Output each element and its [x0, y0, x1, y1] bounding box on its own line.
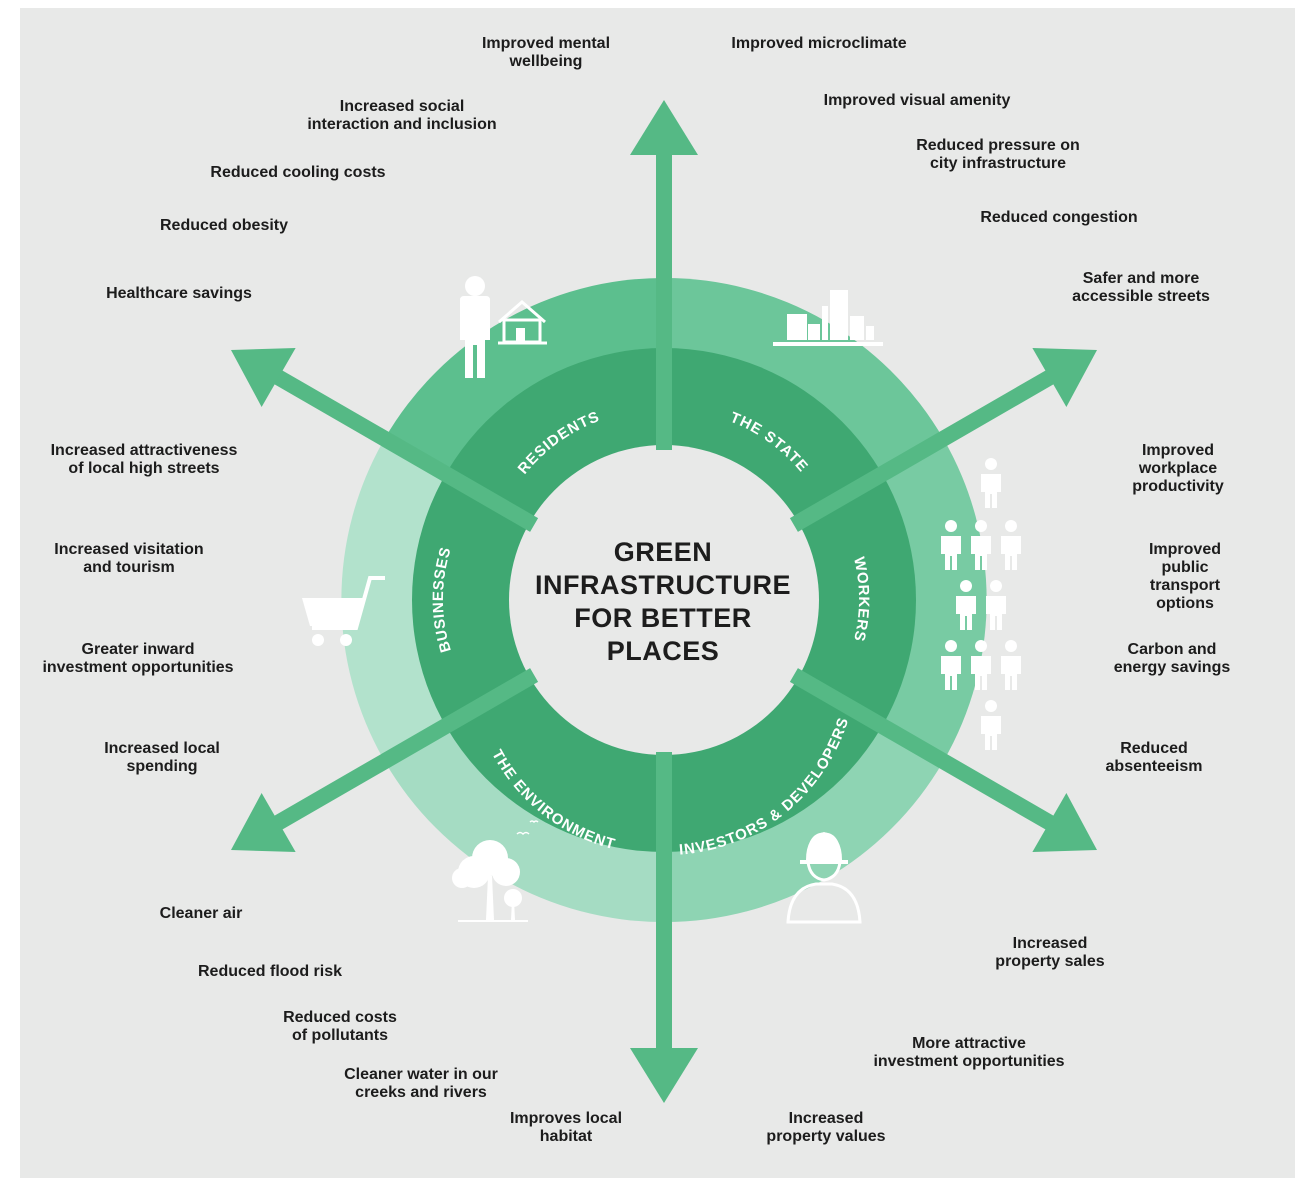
worker-figure-body	[981, 716, 1001, 750]
worker-figure-head	[975, 520, 987, 532]
benefit-label: Improved public transport options	[1148, 541, 1221, 612]
worker-figure-body	[986, 596, 1006, 630]
worker-figure-head	[985, 700, 997, 712]
worker-figure-body	[941, 656, 961, 690]
benefit-label: Reduced congestion	[980, 209, 1138, 226]
benefit-label: Increased local spending	[104, 740, 220, 775]
worker-figure-body	[971, 656, 991, 690]
worker-figure-head	[960, 580, 972, 592]
benefit-label: Reduced absenteeism	[1105, 740, 1203, 775]
benefit-label: Increased property sales	[995, 935, 1105, 970]
worker-figure-head	[990, 580, 1002, 592]
worker-figure-body	[941, 536, 961, 570]
svg-text:WORKERS: WORKERS	[850, 556, 872, 644]
benefit-label: Increased property values	[766, 1110, 886, 1145]
svg-text:BUSINESSES: BUSINESSES	[430, 545, 455, 655]
group-of-workers-icon	[941, 458, 1021, 750]
center-disc	[509, 445, 819, 755]
benefit-label: Carbon and energy savings	[1113, 641, 1231, 676]
benefit-label: Greater inward investment opportunities	[42, 641, 234, 676]
worker-figure-head	[945, 520, 957, 532]
arrow-upper-right	[789, 348, 1098, 532]
benefit-label: More attractive investment opportunities	[873, 1035, 1065, 1070]
hard-hat-worker-icon	[786, 832, 862, 924]
trees-icon	[452, 820, 539, 922]
arrow-down	[630, 752, 698, 1103]
benefit-label: Healthcare savings	[106, 285, 252, 302]
worker-figure-head	[945, 640, 957, 652]
benefit-label: Cleaner water in our creeks and rivers	[344, 1066, 498, 1101]
arrow-lower-left	[230, 668, 539, 852]
benefit-label: Improved mental wellbeing	[481, 35, 611, 70]
benefit-label: Reduced pressure on city infrastructure	[916, 137, 1080, 172]
worker-figure-body	[956, 596, 976, 630]
segment-label-businesses: BUSINESSES	[430, 545, 454, 655]
shopping-cart-icon	[302, 576, 385, 646]
benefit-label: Increased visitation and tourism	[54, 541, 204, 576]
benefit-label: Reduced obesity	[159, 217, 289, 234]
worker-figure-head	[975, 640, 987, 652]
arrow-up	[630, 100, 698, 450]
benefit-label: Improves local habitat	[509, 1110, 623, 1145]
worker-figure-head	[1005, 520, 1017, 532]
worker-figure-body	[971, 536, 991, 570]
benefit-label: Increased social interaction and inclusi…	[307, 98, 497, 133]
benefit-label: Improved visual amenity	[823, 92, 1011, 109]
benefit-label: Reduced flood risk	[197, 963, 343, 980]
segment-label-workers: WORKERS	[850, 556, 871, 644]
worker-figure-body	[1001, 536, 1021, 570]
worker-figure-body	[981, 474, 1001, 508]
benefit-label: Reduced costs of pollutants	[283, 1009, 397, 1044]
benefit-label: Improved microclimate	[731, 35, 907, 52]
worker-figure-body	[1001, 656, 1021, 690]
person-with-house-icon	[460, 276, 547, 378]
city-skyline-icon	[773, 290, 883, 346]
worker-figure-head	[1005, 640, 1017, 652]
benefit-label: Reduced cooling costs	[210, 164, 386, 181]
benefit-label: Increased attractiveness of local high s…	[50, 442, 238, 477]
center-title: GREEN INFRASTRUCTURE FOR BETTER PLACES	[535, 537, 791, 666]
arrow-lower-right	[789, 668, 1098, 852]
benefit-label: Improved workplace productivity	[1132, 442, 1224, 495]
worker-figure-head	[985, 458, 997, 470]
benefit-label: Cleaner air	[159, 905, 243, 922]
benefit-label: Safer and more accessible streets	[1072, 270, 1210, 305]
arrow-upper-left	[230, 348, 539, 532]
